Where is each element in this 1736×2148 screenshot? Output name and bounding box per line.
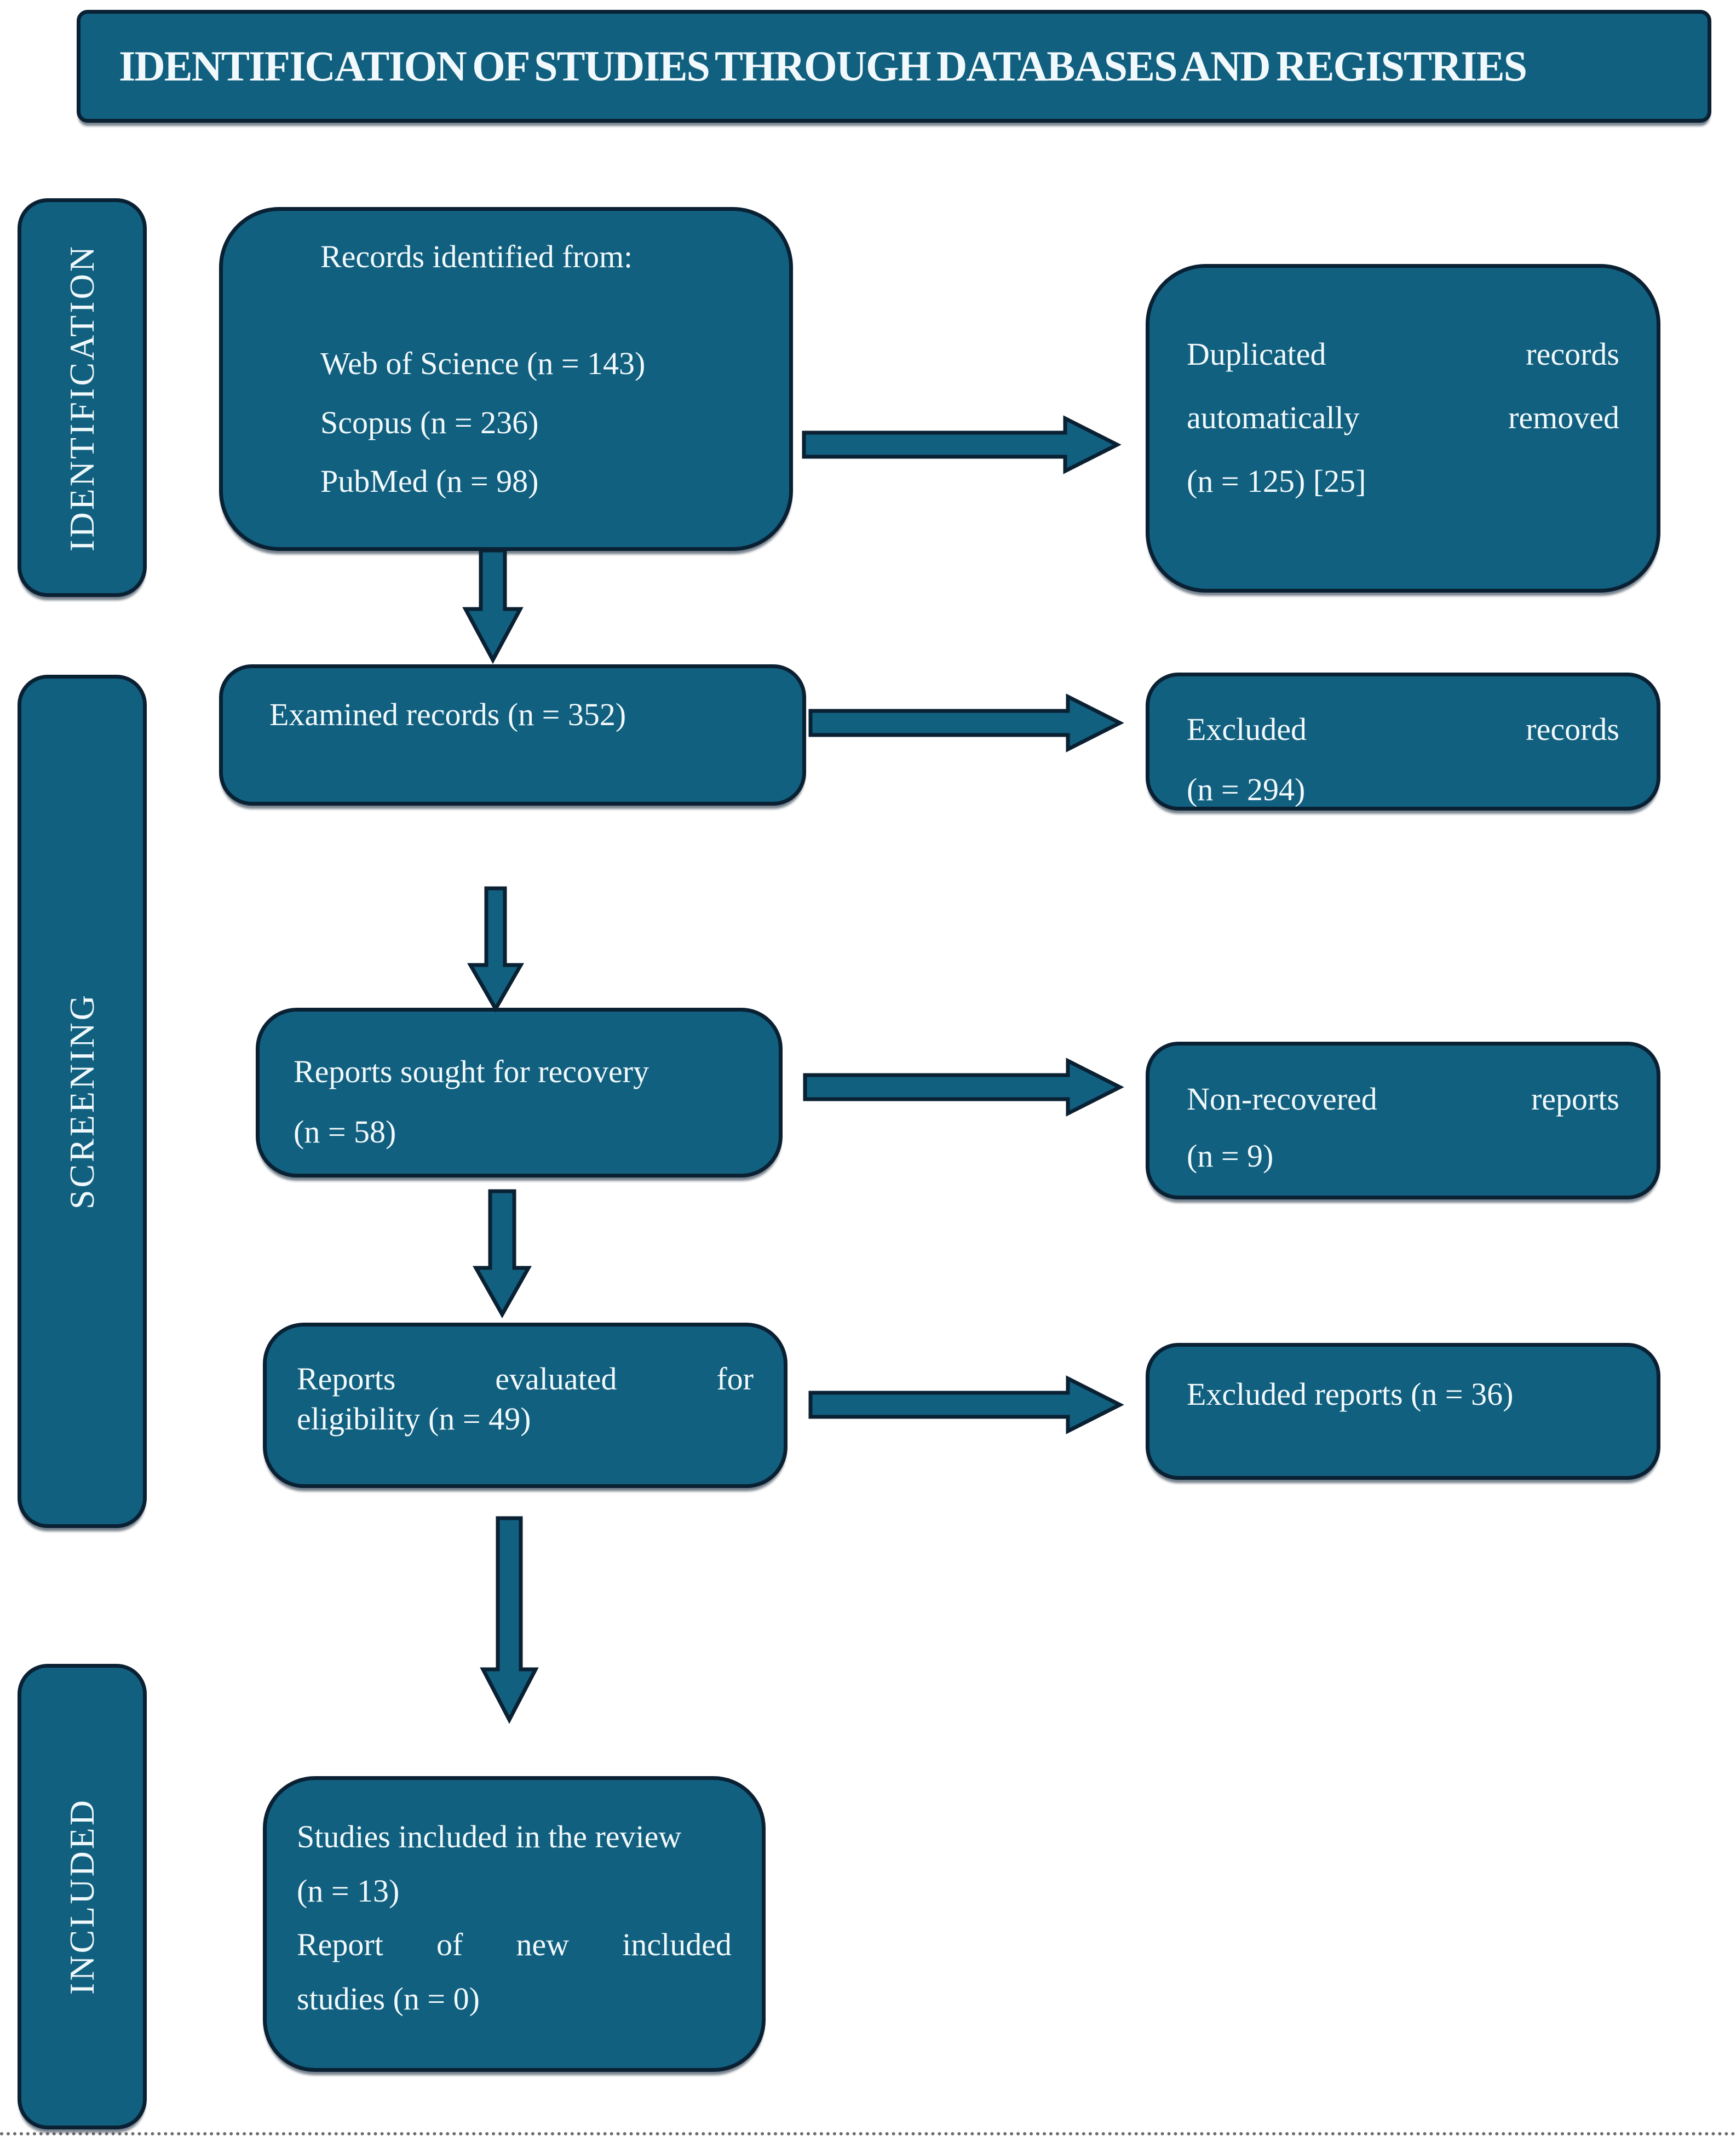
- page-edge-dotted-line: [0, 2132, 1736, 2135]
- diagram-header: IDENTIFICATION OF STUDIES THROUGH DATABA…: [77, 10, 1711, 123]
- records-identified-line: Web of Science (n = 143): [320, 346, 646, 382]
- box-non-recovered: Non-recovered reports (n = 9): [1146, 1042, 1660, 1199]
- box-examined-records: Examined records (n = 352): [219, 664, 806, 806]
- excluded-reports-line: Excluded reports (n = 36): [1187, 1376, 1514, 1412]
- included-studies-line: Report of new included: [297, 1927, 732, 1963]
- stage-label-included: INCLUDED: [18, 1664, 147, 2129]
- page-title: IDENTIFICATION OF STUDIES THROUGH DATABA…: [119, 42, 1527, 90]
- box-included-studies: Studies included in the review (n = 13) …: [263, 1776, 766, 2072]
- arrow-down-icon: [480, 1516, 539, 1724]
- records-identified-line: PubMed (n = 98): [320, 463, 539, 499]
- included-studies-line: studies (n = 0): [297, 1980, 480, 2017]
- excluded-records-line: (n = 294): [1187, 772, 1306, 808]
- reports-sought-line: Reports sought for recovery: [294, 1054, 649, 1089]
- arrow-down-icon: [473, 1189, 532, 1319]
- included-studies-line: Studies included in the review: [297, 1819, 682, 1854]
- arrow-right-icon: [808, 693, 1124, 753]
- reports-sought-line: (n = 58): [294, 1114, 396, 1150]
- examined-records-line: Examined records (n = 352): [269, 697, 626, 732]
- duplicates-removed-line: Duplicated records: [1187, 336, 1619, 372]
- box-records-identified: Records identified from: Web of Science …: [219, 207, 793, 551]
- included-studies-line: (n = 13): [297, 1873, 400, 1909]
- arrow-right-icon: [803, 1058, 1124, 1117]
- arrow-right-icon: [808, 1375, 1124, 1434]
- arrow-right-icon: [802, 415, 1122, 474]
- duplicates-removed-line: automatically removed: [1187, 400, 1619, 435]
- box-excluded-records: Excluded records (n = 294): [1146, 673, 1660, 811]
- non-recovered-line: (n = 9): [1187, 1138, 1274, 1174]
- excluded-records-line: Excluded records: [1187, 711, 1619, 747]
- box-duplicates-removed: Duplicated records automatically removed…: [1146, 264, 1660, 593]
- arrow-down-icon: [467, 886, 525, 1013]
- reports-evaluated-line: Reports evaluated for: [297, 1361, 754, 1397]
- box-excluded-reports: Excluded reports (n = 36): [1146, 1343, 1660, 1480]
- records-identified-line: Scopus (n = 236): [320, 404, 539, 440]
- box-reports-evaluated: Reports evaluated for eligibility (n = 4…: [263, 1323, 787, 1488]
- duplicates-removed-line: (n = 125) [25]: [1187, 463, 1366, 499]
- arrow-down-icon: [462, 548, 524, 664]
- non-recovered-line: Non-recovered reports: [1187, 1081, 1619, 1117]
- box-reports-sought: Reports sought for recovery (n = 58): [256, 1008, 783, 1178]
- stage-label-screening: SCREENING: [18, 675, 147, 1528]
- stage-label-identification: IDENTIFICATION: [18, 198, 147, 597]
- reports-evaluated-line: eligibility (n = 49): [297, 1400, 531, 1437]
- records-identified-line: Records identified from:: [320, 239, 633, 274]
